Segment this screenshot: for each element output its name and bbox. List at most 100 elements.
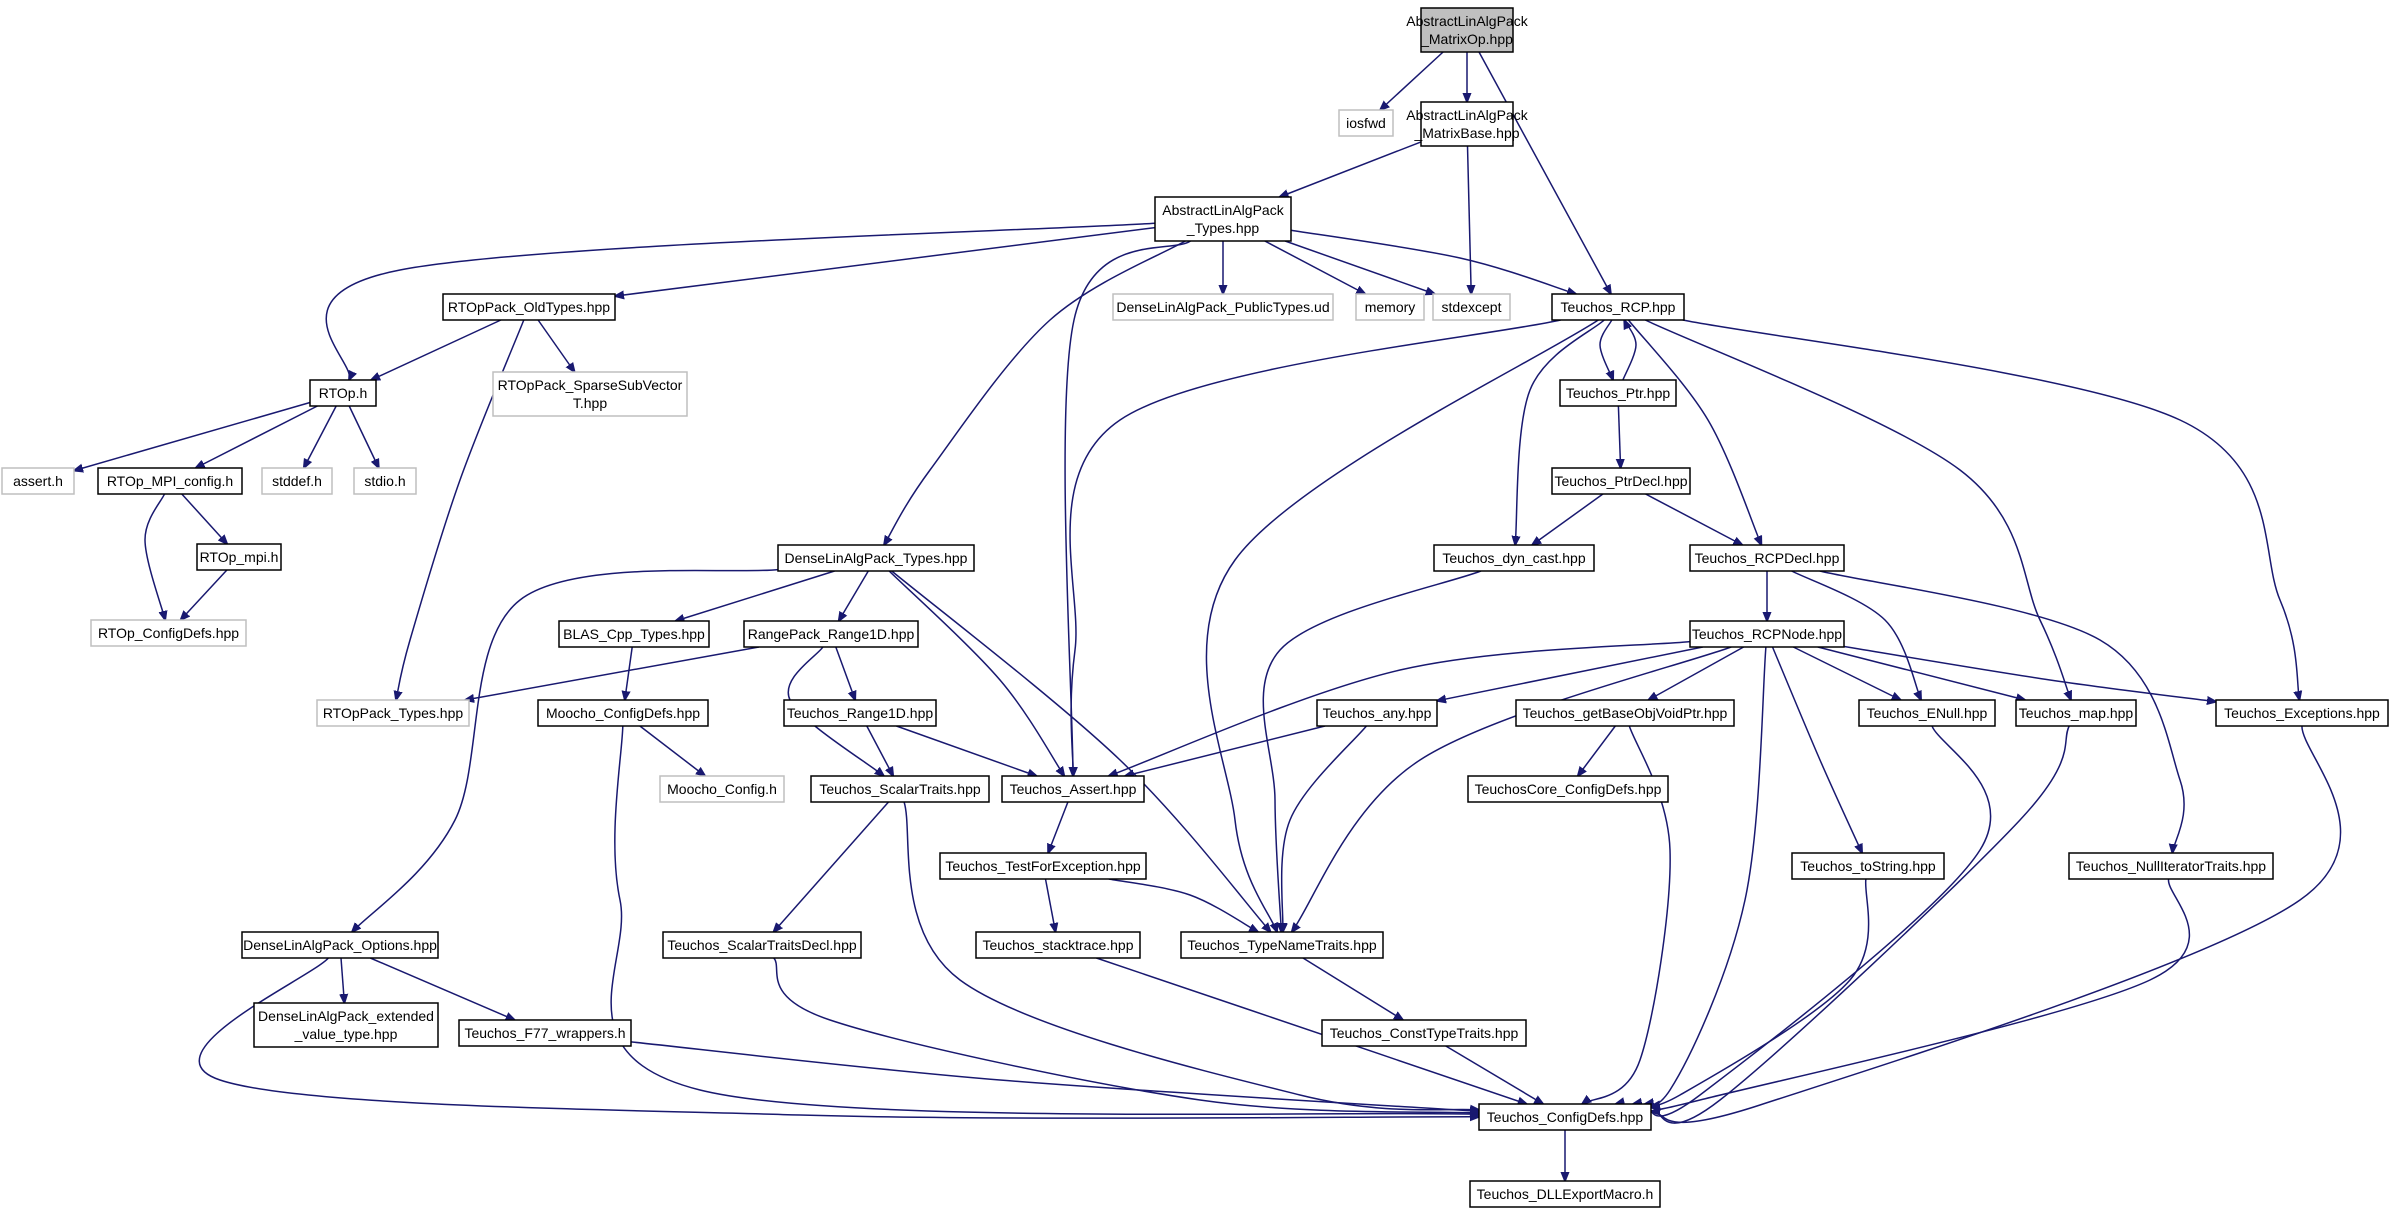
node-box: [1112, 293, 1334, 321]
node-matrixbase[interactable]: AbstractLinAlgPack_MatrixBase.hpp: [1406, 101, 1529, 147]
node-moocho_configdefs[interactable]: Moocho_ConfigDefs.hpp: [537, 699, 709, 727]
edge-types-to-rtoppack_oldtypes: [615, 226, 1156, 297]
node-teuchos_consttypetraits[interactable]: Teuchos_ConstTypeTraits.hpp: [1321, 1019, 1527, 1047]
node-box: [1467, 775, 1669, 803]
node-rtoppack_types[interactable]: RTOpPack_Types.hpp: [316, 699, 470, 727]
node-box: [458, 1019, 632, 1047]
node-teuchos_rcpnode[interactable]: Teuchos_RCPNode.hpp: [1689, 620, 1845, 648]
node-box: [1420, 7, 1514, 53]
node-teuchos_testforexception[interactable]: Teuchos_TestForException.hpp: [939, 852, 1147, 880]
edge-rtop_h-to-assert_h: [74, 401, 311, 471]
node-teuchos_assert[interactable]: Teuchos_Assert.hpp: [1001, 775, 1145, 803]
node-teuchos_range1d[interactable]: Teuchos_Range1D.hpp: [783, 699, 937, 727]
node-label: Teuchos_TestForException.hpp: [945, 858, 1141, 874]
node-box: [975, 931, 1141, 959]
node-types[interactable]: AbstractLinAlgPack _Types.hpp: [1154, 196, 1292, 242]
node-rtop_configdefs[interactable]: RTOp_ConfigDefs.hpp: [90, 619, 247, 647]
edge-moocho_configdefs-to-teuchos_configdefs: [610, 725, 1479, 1114]
node-box: [777, 544, 975, 572]
node-teuchos_dyn_cast[interactable]: Teuchos_dyn_cast.hpp: [1433, 544, 1595, 572]
node-assert_h[interactable]: assert.h: [1, 467, 75, 495]
node-box: [1420, 101, 1514, 147]
edge-teuchos_scalartraits-to-teuchos_configdefs: [903, 801, 1479, 1110]
node-moocho_config[interactable]: Moocho_Config.h: [659, 775, 785, 803]
edge-matrixop-to-teuchos_rcp: [1478, 51, 1611, 294]
node-teuchos_exceptions[interactable]: Teuchos_Exceptions.hpp: [2215, 699, 2389, 727]
node-box: [1338, 109, 1394, 137]
edge-rtop_h-to-stdio_h: [348, 405, 379, 468]
node-rtop_mpi_config[interactable]: RTOp_MPI_config.h: [97, 467, 243, 495]
edge-dense_types-to-teuchos_typenametraits: [891, 570, 1271, 932]
node-teuchos_dllexport[interactable]: Teuchos_DLLExportMacro.h: [1469, 1180, 1661, 1208]
node-teuchos_ptr[interactable]: Teuchos_Ptr.hpp: [1559, 379, 1677, 407]
node-label: Teuchos_RCP.hpp: [1561, 299, 1676, 315]
node-label: Teuchos_stacktrace.hpp: [983, 937, 1134, 953]
node-box: [1433, 544, 1595, 572]
node-label: stddef.h: [272, 473, 322, 489]
node-box: [1559, 379, 1677, 407]
node-teuchos_scalartraitsdecl[interactable]: Teuchos_ScalarTraitsDecl.hpp: [662, 931, 862, 959]
edge-rtop_h-to-stddef_h: [304, 405, 337, 468]
node-box: [1469, 1180, 1661, 1208]
node-label: iosfwd: [1346, 115, 1386, 131]
node-blas_cpp_types[interactable]: BLAS_Cpp_Types.hpp: [558, 620, 710, 648]
node-teuchos_any[interactable]: Teuchos_any.hpp: [1316, 699, 1438, 727]
node-teuchos_f77[interactable]: Teuchos_F77_wrappers.h: [458, 1019, 632, 1047]
node-stddef_h[interactable]: stddef.h: [261, 467, 333, 495]
node-box: [810, 775, 990, 803]
node-label: _MatrixBase.hpp: [1413, 125, 1519, 141]
node-rtop_mpi_h[interactable]: RTOp_mpi.h: [196, 543, 282, 571]
node-teuchos_rcp[interactable]: Teuchos_RCP.hpp: [1551, 293, 1685, 321]
node-teuchos_ptrdecl[interactable]: Teuchos_PtrDecl.hpp: [1551, 467, 1691, 495]
edge-teuchos_rcp-to-teuchos_rcpdecl: [1627, 319, 1761, 545]
node-teuchos_stacktrace[interactable]: Teuchos_stacktrace.hpp: [975, 931, 1141, 959]
node-label: TeuchosCore_ConfigDefs.hpp: [1475, 781, 1662, 797]
node-box: [2215, 699, 2389, 727]
node-stdexcept[interactable]: stdexcept: [1432, 293, 1511, 321]
node-label: Teuchos_ConstTypeTraits.hpp: [1330, 1025, 1519, 1041]
node-teuchoscore_configdefs[interactable]: TeuchosCore_ConfigDefs.hpp: [1467, 775, 1669, 803]
node-label: _value_type.hpp: [294, 1026, 398, 1042]
node-dense_options[interactable]: DenseLinAlgPack_Options.hpp: [241, 931, 439, 959]
edge-teuchos_rcpnode-to-teuchos_map: [1817, 646, 2025, 700]
edge-types-to-stdexcept: [1284, 240, 1435, 294]
node-memory[interactable]: memory: [1355, 293, 1425, 321]
edge-teuchos_nulliterator-to-teuchos_configdefs: [1646, 878, 2190, 1112]
node-label: Teuchos_ScalarTraits.hpp: [819, 781, 981, 797]
node-label: Moocho_ConfigDefs.hpp: [546, 705, 700, 721]
node-label: DenseLinAlgPack_Types.hpp: [785, 550, 968, 566]
node-label: Teuchos_PtrDecl.hpp: [1554, 473, 1687, 489]
edge-dense_types-to-rangepack_range1d: [839, 570, 869, 621]
node-rtoppack_oldtypes[interactable]: RTOpPack_OldTypes.hpp: [442, 293, 616, 321]
node-teuchos_nulliterator[interactable]: Teuchos_NullIteratorTraits.hpp: [2068, 852, 2274, 880]
node-teuchos_typenametraits[interactable]: Teuchos_TypeNameTraits.hpp: [1180, 931, 1384, 959]
edge-dense_types-to-blas_cpp_types: [675, 570, 835, 621]
node-label: AbstractLinAlgPack: [1162, 202, 1284, 218]
edge-rtop_h-to-rtop_mpi_config: [196, 405, 318, 468]
node-stdio_h[interactable]: stdio.h: [353, 467, 417, 495]
node-label: RTOp_MPI_config.h: [107, 473, 233, 489]
node-label: DenseLinAlgPack_extended: [258, 1008, 434, 1024]
node-box: [261, 467, 333, 495]
node-teuchos_getbaseobj[interactable]: Teuchos_getBaseObjVoidPtr.hpp: [1515, 699, 1735, 727]
node-teuchos_rcpdecl[interactable]: Teuchos_RCPDecl.hpp: [1689, 544, 1845, 572]
node-label: Teuchos_getBaseObjVoidPtr.hpp: [1523, 705, 1728, 721]
node-teuchos_tostring[interactable]: Teuchos_toString.hpp: [1791, 852, 1945, 880]
edge-types-to-memory: [1264, 240, 1366, 294]
node-matrixop[interactable]: AbstractLinAlgPack_MatrixOp.hpp: [1406, 7, 1529, 53]
node-teuchos_scalartraits[interactable]: Teuchos_ScalarTraits.hpp: [810, 775, 990, 803]
node-label: Teuchos_any.hpp: [1323, 705, 1432, 721]
node-rtop_h[interactable]: RTOp.h: [309, 379, 377, 407]
node-dense_extended[interactable]: DenseLinAlgPack_extended _value_type.hpp: [253, 1002, 439, 1048]
node-label: _Types.hpp: [1186, 220, 1260, 236]
node-teuchos_enull[interactable]: Teuchos_ENull.hpp: [1858, 699, 1996, 727]
node-box: [1432, 293, 1511, 321]
node-label: Teuchos_Exceptions.hpp: [2224, 705, 2380, 721]
node-iosfwd[interactable]: iosfwd: [1338, 109, 1394, 137]
node-dense_types[interactable]: DenseLinAlgPack_Types.hpp: [777, 544, 975, 572]
node-teuchos_configdefs[interactable]: Teuchos_ConfigDefs.hpp: [1478, 1103, 1652, 1131]
node-teuchos_map[interactable]: Teuchos_map.hpp: [2015, 699, 2137, 727]
node-rangepack_range1d[interactable]: RangePack_Range1D.hpp: [743, 620, 919, 648]
node-dense_publictypes[interactable]: DenseLinAlgPack_PublicTypes.ud: [1112, 293, 1334, 321]
